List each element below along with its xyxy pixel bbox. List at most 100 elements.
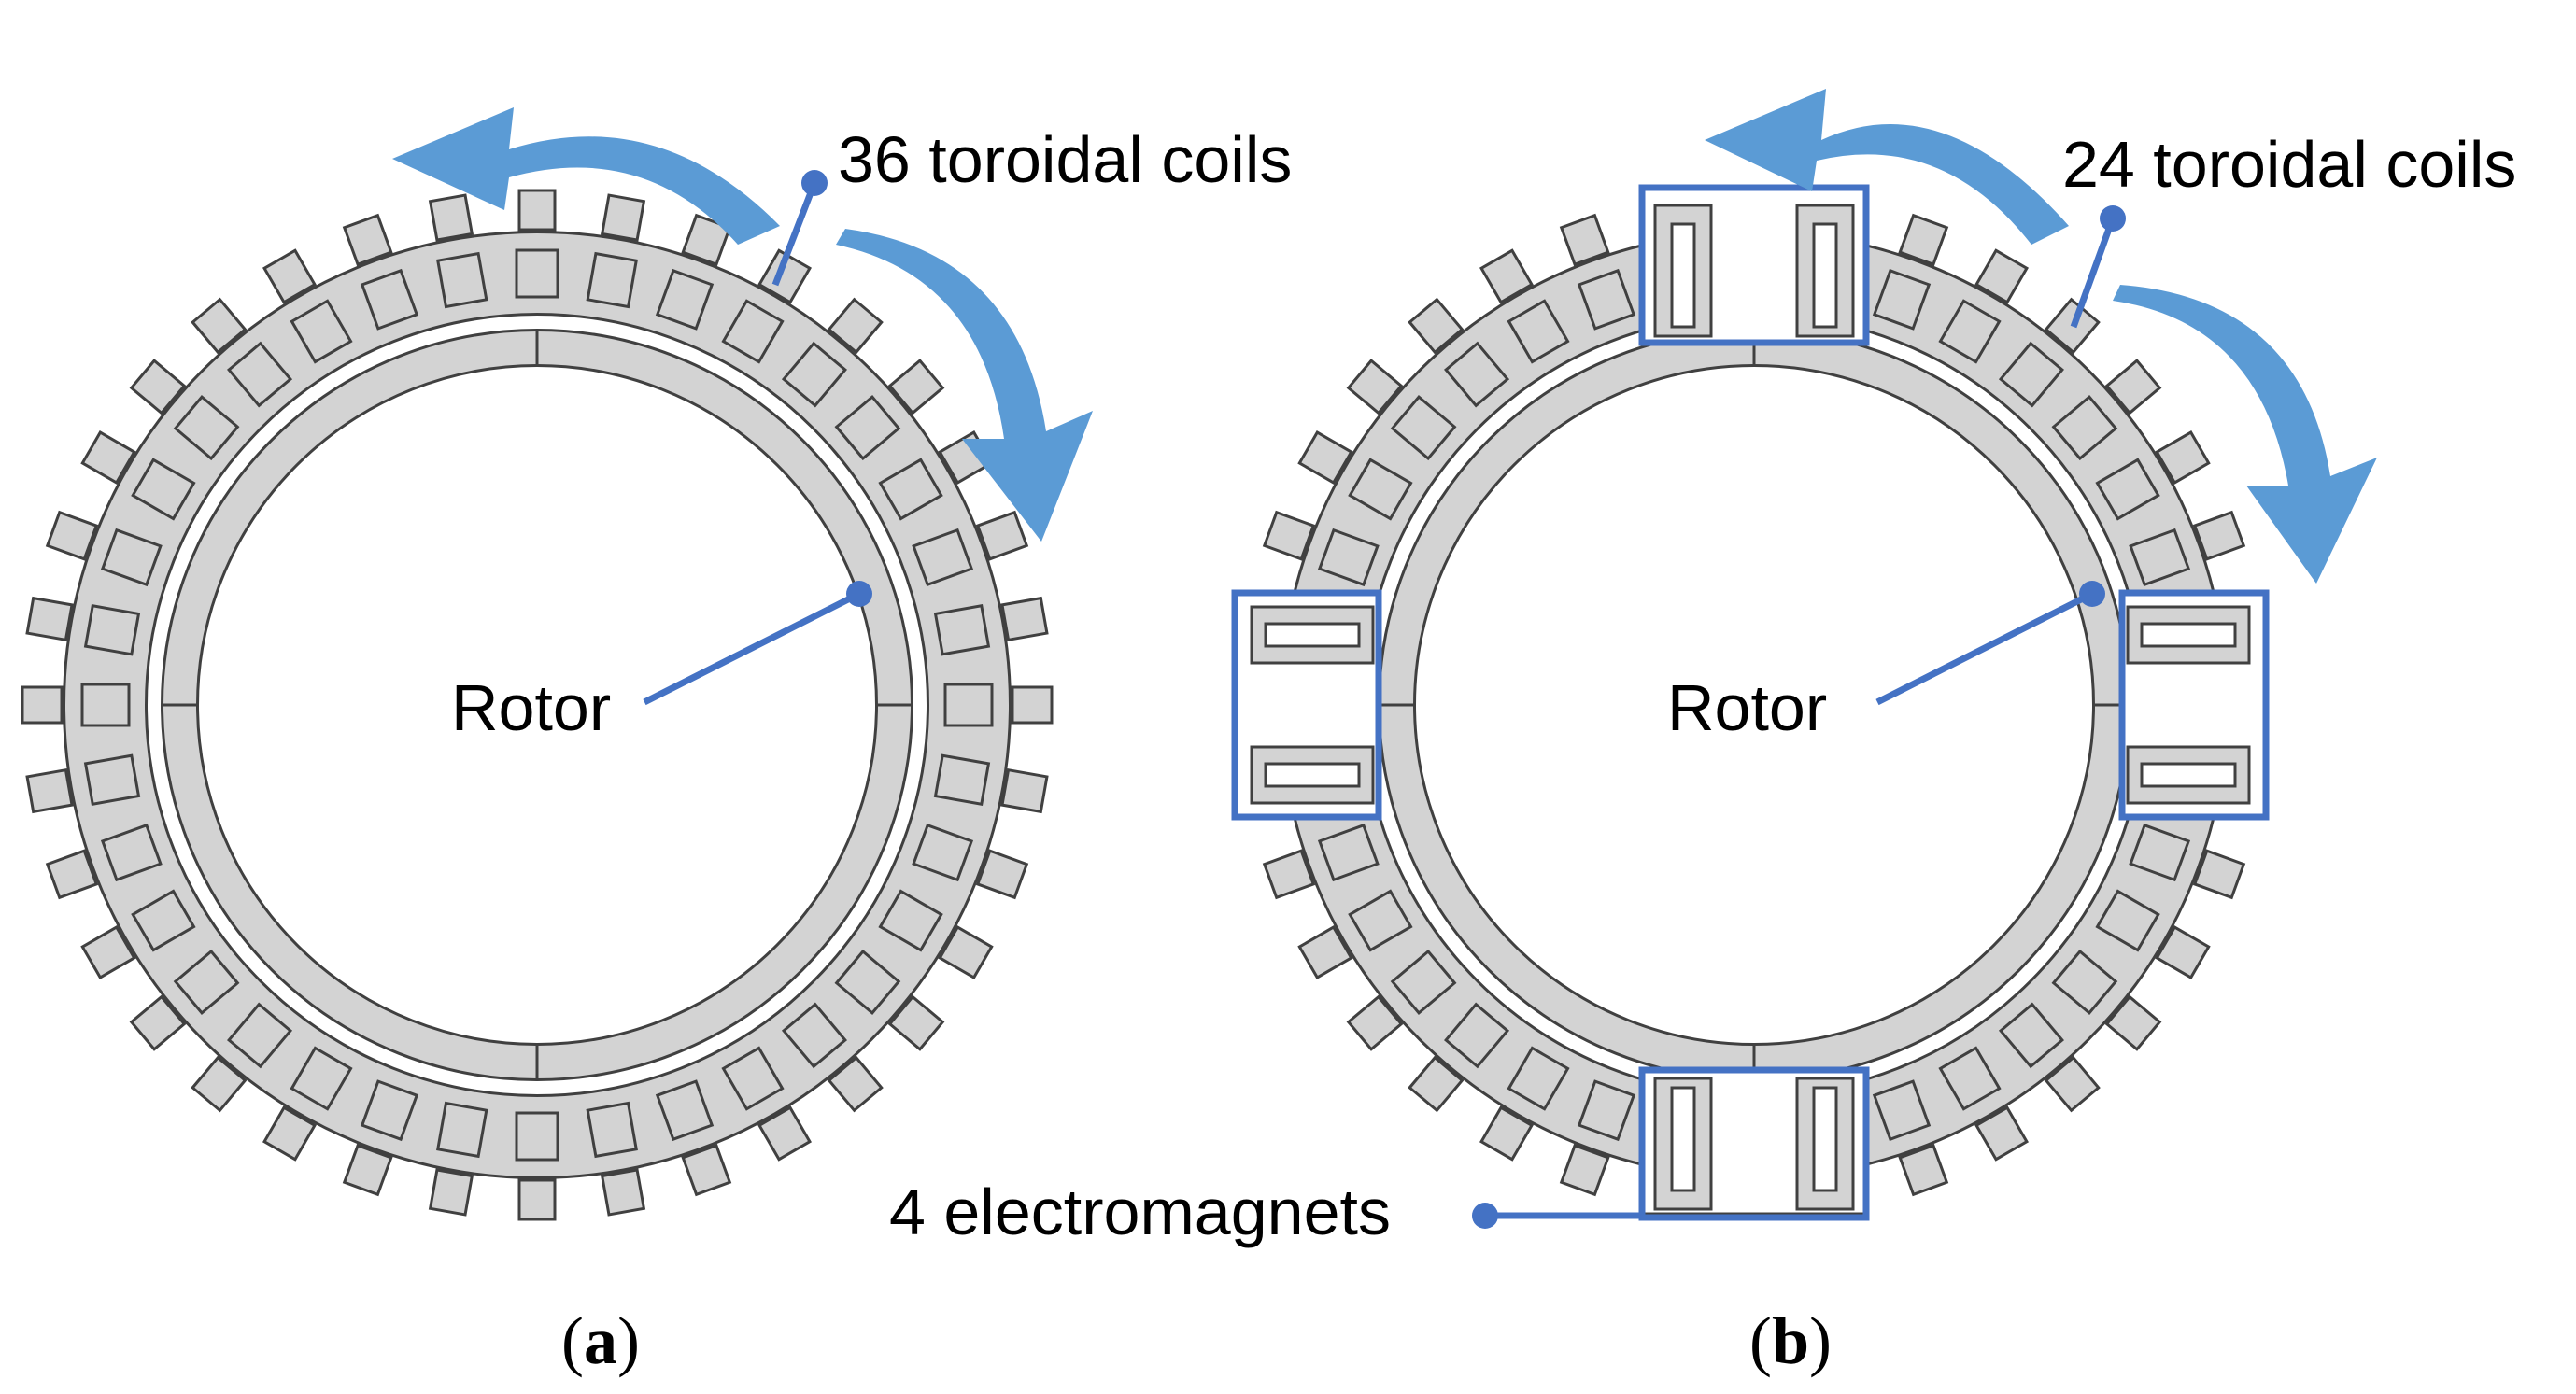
coil-outer-tooth [1297, 924, 1353, 980]
coil-outer-tooth [428, 1168, 474, 1217]
electromagnet-left [1231, 589, 1382, 821]
coil-inner-slot [515, 1111, 559, 1162]
coil-outer-tooth [827, 1055, 884, 1113]
coil-inner-slot [80, 683, 131, 727]
coil-inner-slot [83, 753, 141, 806]
coil-outer-tooth [600, 1168, 646, 1217]
coil-inner-slot [1443, 341, 1510, 408]
coil-outer-tooth [1011, 685, 1054, 725]
coil-outer-tooth [428, 193, 474, 242]
rotor-label: Rotor [1667, 671, 1827, 744]
coil-inner-slot [1998, 341, 2065, 408]
coil-outer-tooth [2192, 510, 2246, 561]
coil-inner-slot [586, 1101, 638, 1159]
coil-outer-tooth [1000, 767, 1049, 814]
coil-outer-tooth [1559, 1143, 1610, 1197]
coil-inner-slot [226, 1002, 293, 1069]
coil-outer-tooth [975, 510, 1029, 561]
coils-leader-line [2070, 217, 2116, 329]
coil-outer-tooth [1262, 849, 1316, 900]
coil-outer-tooth [1000, 596, 1049, 642]
coil-outer-tooth [129, 994, 187, 1051]
coil-inner-slot [1872, 1079, 1932, 1142]
coil-outer-tooth [887, 994, 945, 1051]
coil-outer-tooth [342, 213, 393, 267]
coil-inner-slot [290, 1046, 353, 1111]
coil-outer-tooth [342, 1143, 393, 1197]
coil-outer-tooth [262, 248, 318, 304]
coil-inner-slot [2051, 394, 2118, 461]
coil-inner-slot [2051, 949, 2118, 1016]
rotor-leader-line [643, 590, 861, 706]
coil-outer-tooth [1974, 248, 2030, 304]
coil-outer-tooth [1262, 510, 1316, 561]
coil-outer-tooth [1898, 213, 1949, 267]
panel-a-motor-36-coils: 36 toroidal coils Rotor (a) [21, 107, 1292, 1378]
coil-outer-tooth [1408, 1055, 1465, 1113]
coil-inner-slot [1577, 1079, 1636, 1142]
coil-outer-tooth [2192, 849, 2246, 900]
coil-outer-tooth [757, 248, 813, 304]
coil-inner-slot [781, 1002, 848, 1069]
inner-coil-slots [80, 248, 994, 1162]
rotor-leader-line [1875, 590, 2094, 706]
coil-outer-tooth [21, 685, 64, 725]
coil-inner-slot [2095, 889, 2160, 952]
electromagnet-bottom [1638, 1066, 1870, 1221]
coil-outer-tooth [1559, 213, 1610, 267]
coil-outer-tooth [2104, 994, 2162, 1051]
coil-outer-tooth [827, 297, 884, 355]
coil-inner-slot [1348, 458, 1413, 521]
coil-outer-tooth [1479, 248, 1535, 304]
rotation-arrow-left [392, 107, 780, 245]
coil-inner-slot [226, 341, 293, 408]
coil-inner-slot [1872, 268, 1932, 331]
coils-leader-dot [2100, 205, 2126, 232]
coil-outer-tooth [45, 849, 99, 900]
coil-outer-tooth [45, 510, 99, 561]
coil-inner-slot [1507, 1046, 1570, 1111]
coil-inner-slot [131, 458, 196, 521]
coil-outer-tooth [25, 596, 74, 642]
coil-inner-slot [1998, 1002, 2065, 1069]
coil-outer-tooth [975, 849, 1029, 900]
electromagnets [1231, 184, 2270, 1221]
coil-inner-slot [1317, 528, 1380, 587]
coil-inner-slot [1577, 268, 1636, 331]
coils-label: 24 toroidal coils [2062, 128, 2516, 201]
coil-outer-tooth [191, 1055, 248, 1113]
coil-outer-tooth [80, 429, 136, 486]
coil-inner-slot [1390, 394, 1457, 461]
coils-label: 36 toroidal coils [838, 123, 1292, 196]
coil-inner-slot [655, 1079, 715, 1142]
coil-inner-slot [1507, 299, 1570, 364]
coil-inner-slot [655, 268, 715, 331]
coil-outer-tooth [2104, 359, 2162, 415]
coil-inner-slot [912, 823, 974, 882]
rotation-arrow-right [836, 229, 1093, 542]
coil-outer-tooth [887, 359, 945, 415]
coil-inner-slot [943, 683, 994, 727]
coil-outer-tooth [517, 1178, 557, 1221]
inner-coil-slots [1317, 268, 2191, 1142]
coil-inner-slot [878, 889, 943, 952]
coil-inner-slot [1938, 299, 2002, 364]
rotor-leader-dot [2079, 581, 2105, 607]
coil-inner-slot [436, 1101, 488, 1159]
coil-outer-tooth [1408, 297, 1465, 355]
electromagnet-top [1638, 184, 1870, 346]
coil-outer-tooth [25, 767, 74, 814]
coil-inner-slot [933, 604, 991, 656]
coil-outer-tooth [2044, 1055, 2101, 1113]
coil-outer-tooth [2155, 924, 2211, 980]
coil-inner-slot [2129, 528, 2191, 587]
coils-leader-dot [801, 170, 828, 196]
coil-outer-tooth [517, 189, 557, 232]
coil-outer-tooth [1974, 1105, 2030, 1162]
rotation-arrow-left [1705, 89, 2069, 245]
coils-leader-line [771, 181, 818, 287]
coil-inner-slot [290, 299, 353, 364]
coil-inner-slot [515, 248, 559, 299]
outer-coil-teeth [1262, 213, 2246, 1197]
